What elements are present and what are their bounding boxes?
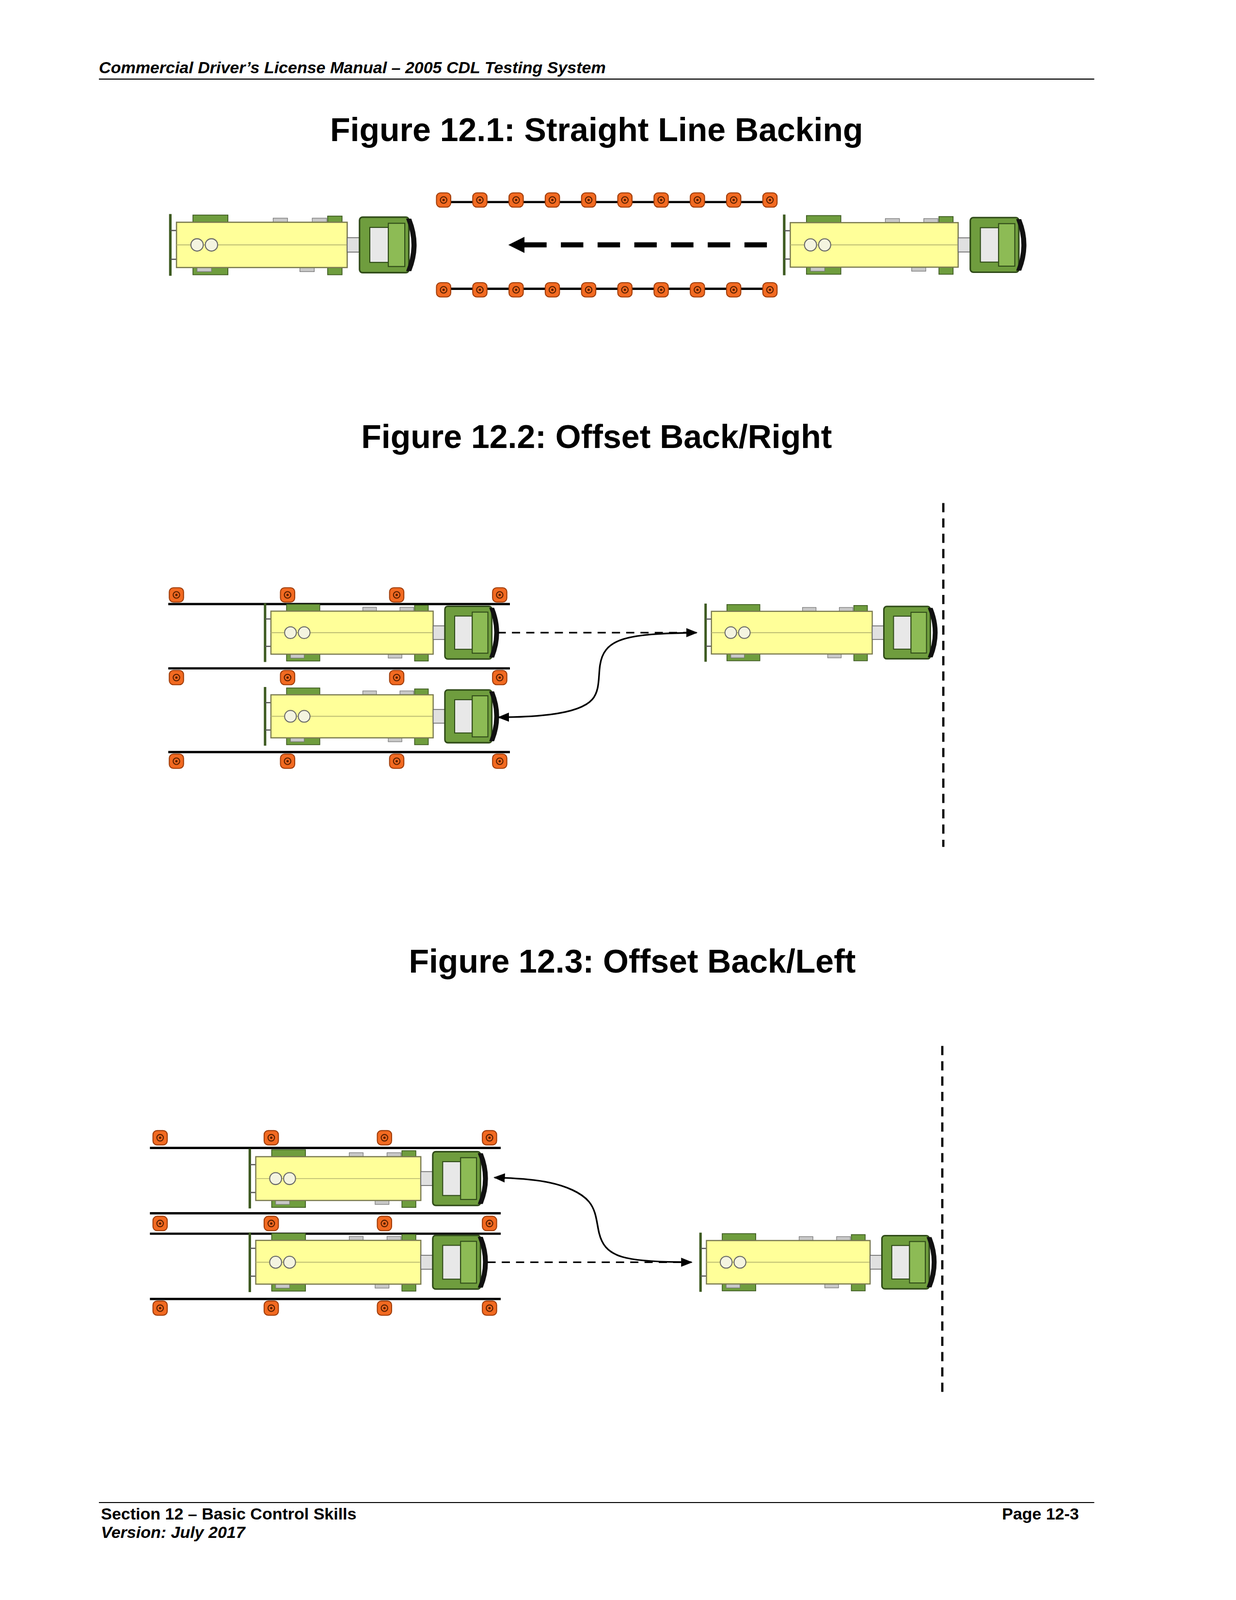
tanker-truck	[249, 1148, 488, 1208]
traffic-cone	[726, 192, 741, 207]
traffic-cone	[492, 587, 507, 602]
traffic-cone	[389, 753, 404, 768]
header-rule	[98, 78, 1094, 80]
start-line	[942, 503, 945, 847]
lane-boundary	[149, 1146, 501, 1149]
traffic-cone	[762, 192, 777, 207]
lane-boundary	[168, 750, 510, 754]
traffic-cone	[389, 587, 404, 602]
footer-version: Version: July 2017	[100, 1523, 245, 1540]
traffic-cone	[482, 1300, 497, 1315]
direction-arrow	[509, 242, 767, 248]
traffic-cone	[153, 1300, 168, 1315]
footer-section: Section 12 – Basic Control Skills	[100, 1505, 357, 1522]
lane-boundary	[168, 666, 510, 670]
lane-boundary	[441, 287, 773, 290]
tanker-truck	[784, 214, 1027, 275]
tanker-truck	[265, 686, 499, 746]
traffic-cone	[169, 753, 184, 768]
traffic-cone	[169, 587, 184, 602]
traffic-cone	[508, 192, 523, 207]
tanker-truck	[265, 602, 499, 662]
lane-boundary	[168, 602, 510, 606]
figure-title: Figure 12.3: Offset Back/Left	[408, 944, 856, 978]
tanker-truck	[249, 1232, 488, 1292]
traffic-cone	[153, 1216, 168, 1231]
traffic-cone	[264, 1130, 279, 1145]
traffic-cone	[169, 670, 184, 685]
tanker-truck	[705, 603, 938, 662]
traffic-cone	[436, 192, 451, 207]
traffic-cone	[618, 192, 633, 207]
running-header: Commercial Driver’s License Manual – 200…	[98, 59, 606, 76]
footer-rule	[98, 1501, 1094, 1503]
traffic-cone	[377, 1300, 392, 1315]
lane-boundary	[441, 200, 773, 204]
page-number: Page 12-3	[1001, 1505, 1079, 1522]
traffic-cone	[264, 1300, 279, 1315]
lane-boundary	[149, 1211, 501, 1215]
traffic-cone	[389, 670, 404, 685]
path-arrow	[494, 1177, 692, 1263]
traffic-cone	[492, 753, 507, 768]
traffic-cone	[653, 282, 668, 297]
traffic-cone	[264, 1216, 279, 1231]
lane-boundary	[149, 1297, 501, 1300]
traffic-cone	[482, 1130, 497, 1145]
tanker-truck	[170, 213, 416, 276]
traffic-cone	[436, 282, 451, 297]
traffic-cone	[472, 282, 487, 297]
start-line	[941, 1045, 944, 1396]
traffic-cone	[377, 1216, 392, 1231]
traffic-cone	[482, 1216, 497, 1231]
traffic-cone	[762, 282, 777, 297]
traffic-cone	[377, 1130, 392, 1145]
traffic-cone	[492, 670, 507, 685]
traffic-cone	[581, 282, 596, 297]
traffic-cone	[690, 282, 705, 297]
traffic-cone	[280, 753, 295, 768]
traffic-cone	[472, 192, 487, 207]
traffic-cone	[726, 282, 741, 297]
lane-boundary	[149, 1232, 501, 1235]
path-arrow	[498, 632, 697, 718]
traffic-cone	[581, 192, 596, 207]
traffic-cone	[280, 670, 295, 685]
traffic-cone	[653, 192, 668, 207]
tanker-truck	[700, 1232, 936, 1292]
figure-title: Figure 12.2: Offset Back/Right	[361, 419, 832, 453]
traffic-cone	[690, 192, 705, 207]
traffic-cone	[545, 282, 560, 297]
figure-title: Figure 12.1: Straight Line Backing	[330, 112, 864, 146]
traffic-cone	[545, 192, 560, 207]
traffic-cone	[153, 1130, 168, 1145]
traffic-cone	[280, 587, 295, 602]
traffic-cone	[618, 282, 633, 297]
traffic-cone	[508, 282, 523, 297]
